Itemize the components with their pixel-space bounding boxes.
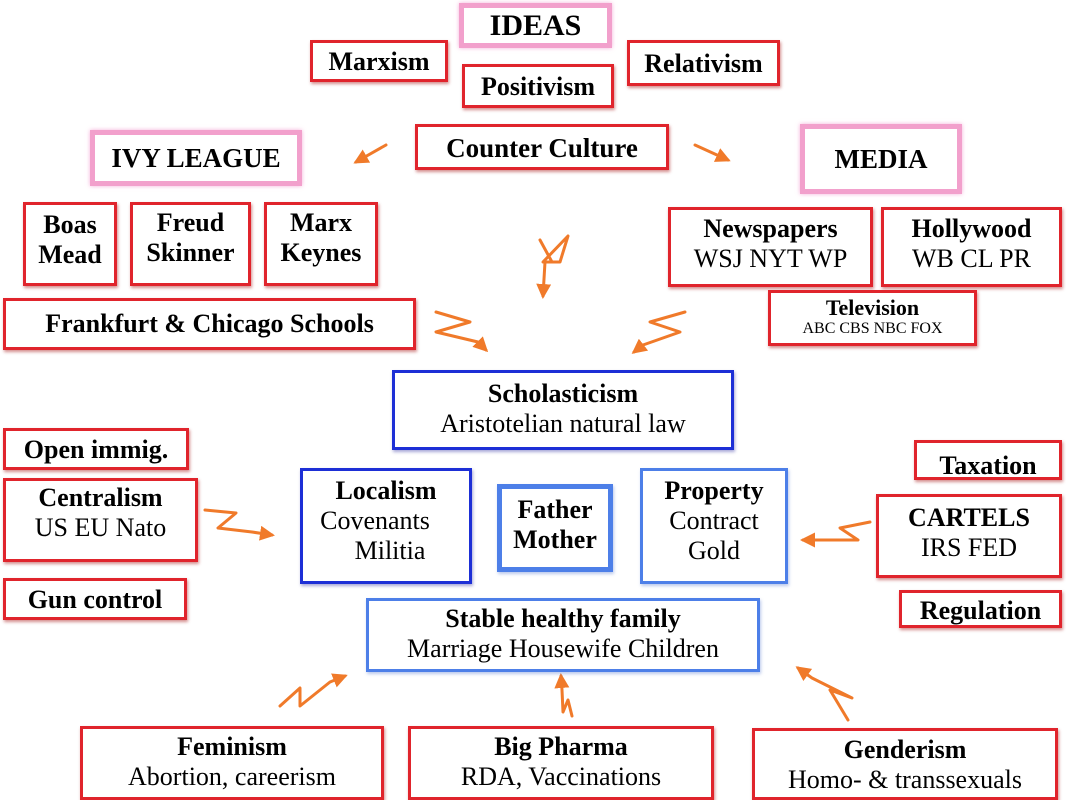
marxism-label: Marxism: [328, 47, 430, 76]
taxation-box: Taxation: [914, 440, 1062, 480]
arrow-zigzag-frankfurt: [434, 310, 489, 353]
arrow-zigzag-television: [631, 310, 687, 354]
taxation-label: Taxation: [939, 451, 1037, 480]
arrow-counter-to-media: [693, 143, 731, 162]
family-box: Stable healthy family Marriage Housewife…: [366, 598, 760, 672]
frankfurt-chicago-box: Frankfurt & Chicago Schools: [3, 298, 416, 350]
genderism-title: Genderism: [843, 735, 967, 764]
positivism-label: Positivism: [480, 72, 596, 101]
newspapers-sub: WSJ NYT WP: [693, 243, 848, 273]
boas-label: Boas: [43, 210, 97, 239]
arrow-zigzag-bigpharma: [554, 673, 574, 718]
television-box: Television ABC CBS NBC FOX: [768, 290, 977, 346]
counter-culture-label: Counter Culture: [446, 133, 638, 163]
centralism-title: Centralism: [38, 483, 163, 512]
cartels-sub: IRS FED: [920, 532, 1018, 562]
arrow-zigzag-cartels: [800, 520, 872, 548]
localism-title: Localism: [335, 476, 437, 505]
property-box: Property Contract Gold: [640, 468, 788, 584]
marx-label: Marx: [289, 208, 353, 237]
gold-label: Gold: [688, 535, 740, 565]
gun-control-label: Gun control: [27, 585, 163, 614]
big-pharma-box: Big Pharma RDA, Vaccinations: [408, 726, 714, 800]
cartels-title: CARTELS: [908, 503, 1030, 532]
genderism-box: Genderism Homo- & transsexuals: [752, 728, 1058, 800]
television-sub: ABC CBS NBC FOX: [802, 320, 943, 338]
property-title: Property: [664, 476, 764, 505]
mother-label: Mother: [513, 524, 597, 554]
relativism-box: Relativism: [627, 40, 780, 86]
arrow-zigzag-genderism: [795, 666, 854, 722]
ivy-league-title-box: IVY LEAGUE: [90, 130, 302, 186]
open-immig-label: Open immig.: [23, 435, 169, 464]
scholasticism-title: Scholasticism: [487, 379, 639, 408]
ivy-league-title: IVY LEAGUE: [111, 143, 281, 173]
frankfurt-chicago-label: Frankfurt & Chicago Schools: [45, 309, 374, 338]
ideas-title-box: IDEAS: [459, 3, 612, 48]
contract-label: Contract: [669, 505, 759, 535]
positivism-box: Positivism: [462, 64, 614, 108]
hollywood-box: Hollywood WB CL PR: [881, 207, 1062, 287]
arrow-zigzag-centralism: [203, 508, 275, 541]
freud-label: Freud: [156, 208, 225, 237]
marx-keynes-box: Marx Keynes: [264, 202, 378, 286]
arrow-counter-to-ivy: [353, 143, 388, 164]
marxism-box: Marxism: [310, 40, 448, 82]
arrow-zigzag-feminism: [278, 673, 348, 708]
genderism-sub: Homo- & transsexuals: [788, 764, 1022, 794]
freud-skinner-box: Freud Skinner: [130, 202, 251, 286]
scholasticism-sub: Aristotelian natural law: [440, 408, 686, 438]
newspapers-box: Newspapers WSJ NYT WP: [668, 207, 873, 287]
regulation-label: Regulation: [919, 596, 1042, 625]
media-title-box: MEDIA: [800, 124, 962, 194]
localism-box: Localism Covenants Militia: [300, 468, 472, 584]
militia-label: Militia: [354, 535, 426, 565]
centralism-box: Centralism US EU Nato: [3, 478, 198, 562]
newspapers-title: Newspapers: [703, 214, 838, 243]
covenants-label: Covenants: [320, 505, 430, 535]
scholasticism-box: Scholasticism Aristotelian natural law: [392, 370, 734, 450]
family-sub: Marriage Housewife Children: [407, 633, 719, 663]
big-pharma-title: Big Pharma: [494, 732, 628, 761]
feminism-title: Feminism: [177, 732, 287, 761]
feminism-box: Feminism Abortion, careerism: [80, 726, 384, 800]
cartels-box: CARTELS IRS FED: [876, 494, 1062, 578]
ideas-title: IDEAS: [489, 9, 582, 42]
counter-culture-box: Counter Culture: [415, 124, 669, 170]
boas-mead-box: Boas Mead: [23, 202, 117, 286]
family-title: Stable healthy family: [445, 604, 681, 633]
relativism-label: Relativism: [644, 49, 763, 78]
regulation-box: Regulation: [899, 590, 1062, 628]
father-mother-box: Father Mother: [497, 484, 613, 572]
mead-label: Mead: [38, 239, 102, 269]
father-label: Father: [517, 495, 593, 524]
open-immig-box: Open immig.: [3, 428, 189, 470]
television-title: Television: [825, 295, 920, 320]
centralism-sub: US EU Nato: [34, 512, 167, 542]
big-pharma-sub: RDA, Vaccinations: [460, 761, 662, 791]
gun-control-box: Gun control: [3, 578, 187, 620]
media-title: MEDIA: [834, 144, 928, 174]
keynes-label: Keynes: [280, 237, 362, 267]
feminism-sub: Abortion, careerism: [128, 761, 336, 791]
skinner-label: Skinner: [146, 237, 235, 267]
arrow-zigzag-center-down: [536, 234, 570, 299]
hollywood-sub: WB CL PR: [912, 243, 1031, 273]
hollywood-title: Hollywood: [911, 214, 1032, 243]
